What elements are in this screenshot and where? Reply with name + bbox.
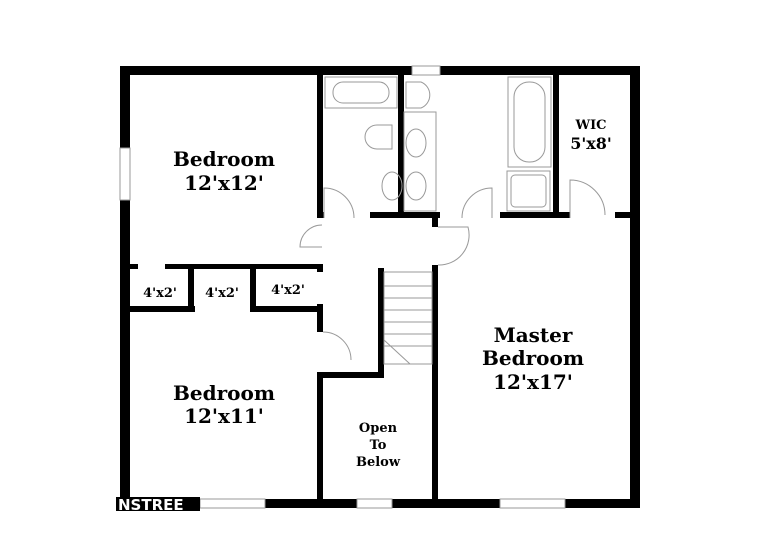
master-line1: Master xyxy=(494,323,573,347)
master-line2: Bedroom xyxy=(482,346,584,370)
master-size: 12'x17' xyxy=(493,370,573,394)
window-bottom-left xyxy=(199,498,266,509)
watermark: NSTREE xyxy=(116,496,200,514)
wic-name: WIC xyxy=(574,118,606,133)
window-top xyxy=(411,65,441,76)
open-line1: Open xyxy=(359,421,398,436)
closet3-size: 4'x2' xyxy=(271,283,305,298)
open-line2: To xyxy=(370,438,387,453)
window-left xyxy=(119,147,131,201)
doors xyxy=(299,179,606,361)
bedroom2-name: Bedroom xyxy=(173,381,275,405)
closet2-size: 4'x2' xyxy=(205,286,239,301)
window-bottom-right xyxy=(499,498,566,509)
windows xyxy=(119,65,566,509)
closet1-size: 4'x2' xyxy=(143,286,177,301)
walls xyxy=(120,66,640,508)
fixtures xyxy=(324,76,552,365)
window-bottom-middle xyxy=(356,498,393,509)
watermark-text: NSTREE xyxy=(118,496,184,514)
bedroom1-size: 12'x12' xyxy=(184,171,264,195)
open-line3: Below xyxy=(356,455,401,470)
bedroom1-name: Bedroom xyxy=(173,147,275,171)
bedroom2-size: 12'x11' xyxy=(184,404,264,428)
wic-size: 5'x8' xyxy=(570,134,612,153)
